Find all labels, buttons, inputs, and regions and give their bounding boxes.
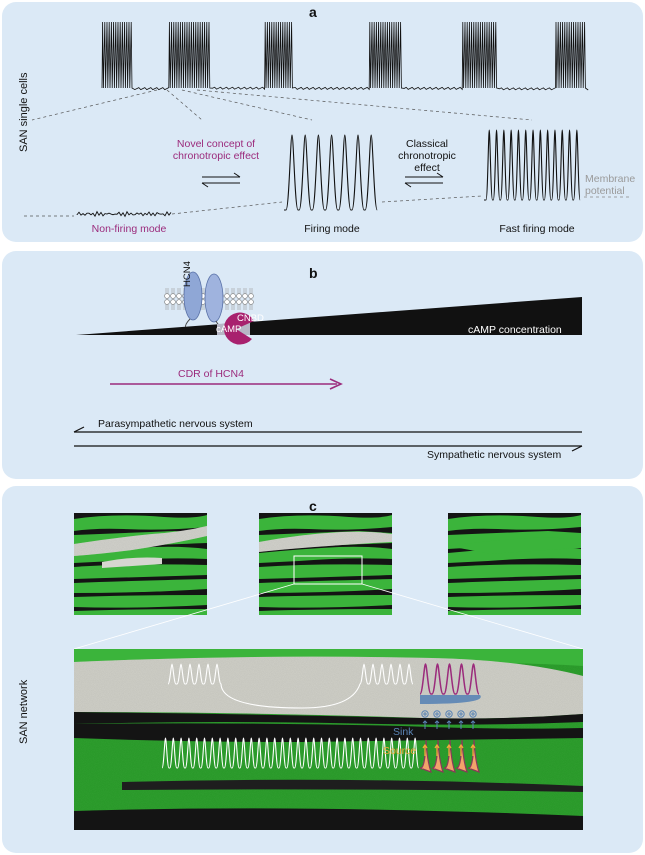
source-label: Source [383,745,417,757]
camp-concentration-wedge [76,297,582,335]
baseline-dashed [381,195,483,203]
sink-current-fill [420,695,481,704]
panel-c: c SAN network [2,486,643,853]
firing-label: Firing mode [304,223,360,235]
fast-firing-label: Fast firing mode [499,223,575,235]
plus-charge-marker [421,710,429,718]
sink-up-arrow [434,712,440,729]
source-up-arrow [422,743,428,756]
panel-c-label: c [309,498,317,514]
sympathetic-label: Sympathetic nervous system [427,449,562,461]
membrane-potential-label: Membrane potential [585,173,636,197]
source-up-arrow [434,743,440,756]
tissue-image-1 [74,513,207,615]
zoom-line [166,89,203,121]
sink-up-arrow [446,712,452,729]
equilibrium-arrow-left [201,172,241,188]
source-up-arrow [446,743,452,756]
panel-c-network [73,513,584,830]
zoom-line [196,89,533,121]
panel-a-label: a [309,4,317,20]
panel-b-label: b [309,265,318,281]
zoom-box [293,555,363,585]
camp-concentration-label: cAMP concentration [468,324,562,336]
hcn4-subunit-2 [204,273,224,323]
source-up-arrow [470,743,476,756]
sink-colored-spikes [419,663,480,695]
zoom-line [181,89,313,121]
sink-cell [74,656,583,719]
non-firing-trace [76,210,172,218]
camp-label: cAMP [216,324,242,335]
tissue-image-3 [448,513,581,615]
non-firing-label: Non-firing mode [91,223,167,235]
long-recording-trace [101,21,589,91]
tissue-image-2 [259,513,392,615]
source-current-arrows [422,743,476,756]
zoom-line [73,583,295,650]
fast-firing-trace [484,129,581,201]
zoom-line [31,89,158,121]
cdr-arrowhead [329,378,343,390]
classical-effect-label: Classical chronotropic effect [398,138,456,174]
zoom-line [361,583,584,650]
parasympathetic-label: Parasympathetic nervous system [98,418,253,430]
sink-label: Sink [393,726,414,738]
sink-up-arrow [470,712,476,729]
source-action-potentials [161,737,420,769]
panel-b-diagram [73,271,583,452]
zoomed-tissue [74,649,583,830]
hcn4-label: HCN4 [182,261,193,287]
sink-action-potentials [167,663,414,709]
sink-up-arrow [422,712,428,729]
cdr-label: CDR of HCN4 [178,368,244,380]
plus-charge-marker [469,710,477,718]
plus-charge-marker [445,710,453,718]
baseline-dashed [171,201,283,215]
plus-charge-marker [457,710,465,718]
panel-a-traces [24,21,632,218]
hcn4-subunit-1 [183,271,203,321]
cnbd-label: CNBD [237,313,264,324]
plus-charge-marker [433,710,441,718]
cnbd-domain [223,312,254,345]
equilibrium-arrow-right [404,172,444,188]
sink-up-arrow [458,712,464,729]
source-up-arrow [458,743,464,756]
novel-concept-label: Novel concept of chronotropic effect [172,138,260,162]
panel-b: b HCN4 [2,251,643,479]
firing-trace [284,134,378,211]
sink-charge-markers [421,710,477,729]
panel-a: a SAN single cells Novel concept of chro… [2,2,643,242]
